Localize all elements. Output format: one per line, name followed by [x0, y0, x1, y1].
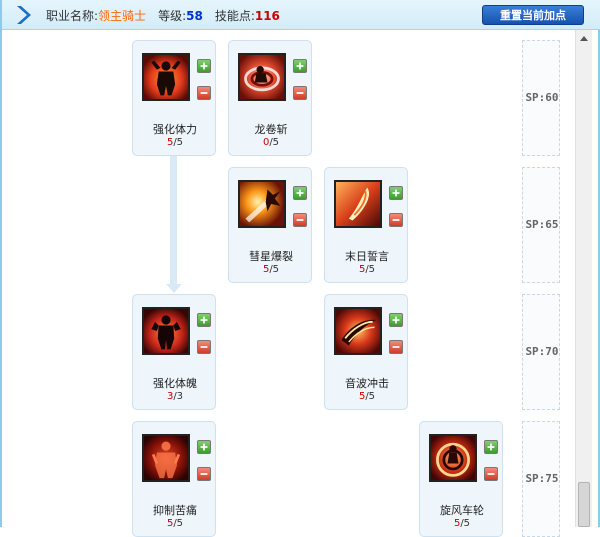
vertical-scrollbar[interactable] [575, 30, 592, 527]
skill-card-whirlwind-wheel[interactable]: 旋风车轮 5/5 [419, 421, 503, 537]
plus-icon [487, 443, 495, 451]
skill-card-enhance-physique[interactable]: 强化体魄 3/3 [132, 294, 216, 410]
skill-enhance-stamina-icon[interactable] [142, 53, 190, 101]
skill-level: 5/5 [358, 264, 376, 275]
add-point-button[interactable] [293, 59, 307, 73]
skill-name: 彗星爆裂 [249, 250, 293, 263]
header-bar: 职业名称:领主骑士等级:58 技能点:116 重置当前加点 [2, 0, 600, 30]
sp-requirement-70: SP:70 [522, 294, 560, 410]
plus-icon [296, 62, 304, 70]
plus-icon [200, 443, 208, 451]
skill-points-label: 技能点: [214, 9, 255, 23]
add-point-button[interactable] [197, 313, 211, 327]
level-value: 58 [186, 9, 203, 23]
plus-icon [200, 316, 208, 324]
add-point-button[interactable] [293, 186, 307, 200]
skill-points-value: 116 [254, 9, 280, 23]
skill-level: 0/5 [262, 137, 280, 148]
add-point-button[interactable] [197, 440, 211, 454]
remove-point-button[interactable] [197, 340, 211, 354]
skill-name: 旋风车轮 [440, 504, 484, 517]
skill-card-sonic-impact[interactable]: 音波冲击 5/5 [324, 294, 408, 410]
add-point-button[interactable] [389, 313, 403, 327]
minus-icon [200, 473, 208, 475]
remove-point-button[interactable] [293, 213, 307, 227]
level-label: 等级: [158, 9, 187, 23]
skill-sonic-impact-icon[interactable] [334, 307, 382, 355]
skill-name: 音波冲击 [345, 377, 389, 390]
job-name: 领主骑士 [98, 9, 147, 23]
remove-point-button[interactable] [484, 467, 498, 481]
remove-point-button[interactable] [197, 467, 211, 481]
skill-doom-oath-icon[interactable] [334, 180, 382, 228]
skill-name: 末日誓言 [345, 250, 389, 263]
skill-card-tornado-slash[interactable]: 龙卷斩 0/5 [228, 40, 312, 156]
skill-level: 5/5 [358, 391, 376, 402]
skill-level: 5/5 [453, 518, 471, 529]
remove-point-button[interactable] [197, 86, 211, 100]
minus-icon [296, 219, 304, 221]
skill-whirlwind-wheel-icon[interactable] [429, 434, 477, 482]
remove-point-button[interactable] [389, 340, 403, 354]
skill-prerequisite-arrow [166, 284, 182, 293]
skill-enhance-physique-icon[interactable] [142, 307, 190, 355]
skill-name: 强化体力 [153, 123, 197, 136]
skill-card-doom-oath[interactable]: 末日誓言 5/5 [324, 167, 408, 283]
skill-prerequisite-line [170, 156, 177, 288]
skill-name: 龙卷斩 [254, 123, 288, 136]
scroll-up-arrow-icon[interactable] [576, 30, 592, 47]
sp-requirement-75: SP:75 [522, 421, 560, 537]
reset-points-button[interactable]: 重置当前加点 [482, 5, 584, 25]
add-point-button[interactable] [197, 59, 211, 73]
chevron-right-icon [12, 4, 34, 26]
minus-icon [296, 92, 304, 94]
remove-point-button[interactable] [389, 213, 403, 227]
skill-comet-burst-icon[interactable] [238, 180, 286, 228]
skill-suppress-pain-icon[interactable] [142, 434, 190, 482]
minus-icon [200, 92, 208, 94]
skill-level: 5/5 [262, 264, 280, 275]
skill-name: 抑制苦痛 [153, 504, 197, 517]
sp-requirement-65: SP:65 [522, 167, 560, 283]
job-info: 职业名称:领主骑士等级:58 技能点:116 [46, 7, 280, 24]
plus-icon [200, 62, 208, 70]
skill-card-comet-burst[interactable]: 彗星爆裂 5/5 [228, 167, 312, 283]
minus-icon [487, 473, 495, 475]
skill-level: 5/5 [166, 518, 184, 529]
minus-icon [392, 219, 400, 221]
skill-tornado-slash-icon[interactable] [238, 53, 286, 101]
plus-icon [296, 189, 304, 197]
skill-card-suppress-pain[interactable]: 抑制苦痛 5/5 [132, 421, 216, 537]
minus-icon [200, 346, 208, 348]
skill-level: 3/3 [166, 391, 184, 402]
plus-icon [392, 316, 400, 324]
add-point-button[interactable] [389, 186, 403, 200]
skill-level: 5/5 [166, 137, 184, 148]
add-point-button[interactable] [484, 440, 498, 454]
scrollbar-thumb[interactable] [578, 482, 590, 527]
skill-name: 强化体魄 [153, 377, 197, 390]
minus-icon [392, 346, 400, 348]
job-label: 职业名称: [46, 9, 99, 23]
remove-point-button[interactable] [293, 86, 307, 100]
skill-card-enhance-stamina[interactable]: 强化体力 5/5 [132, 40, 216, 156]
plus-icon [392, 189, 400, 197]
sp-requirement-60: SP:60 [522, 40, 560, 156]
